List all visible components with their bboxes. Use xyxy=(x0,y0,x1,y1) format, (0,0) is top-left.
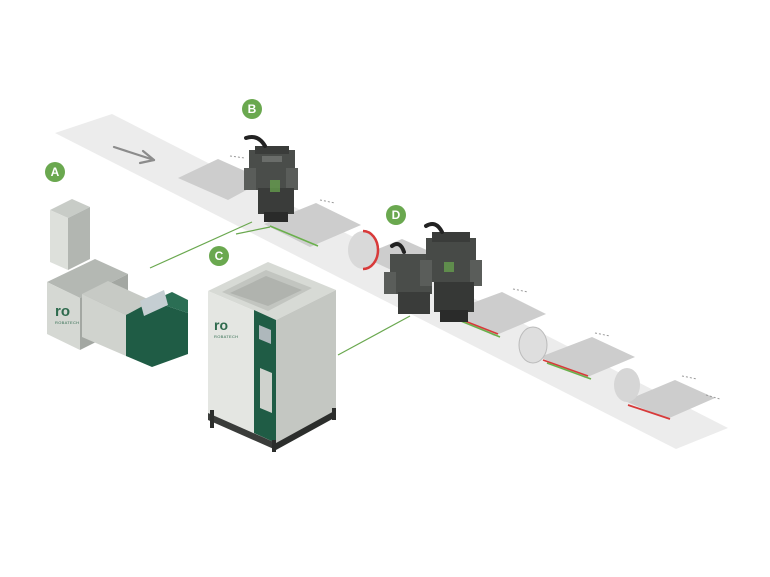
sheet-edge-dashes xyxy=(229,155,721,400)
label-badge-c: C xyxy=(209,246,229,266)
label-badge-d: D xyxy=(386,205,406,225)
logo-mark-c: ro xyxy=(214,317,228,333)
sheets xyxy=(178,159,715,420)
sheet-2 xyxy=(264,203,361,247)
applicator-head-b xyxy=(244,135,298,222)
hot-melt-unit-a: ro ROBATECH xyxy=(47,199,188,367)
label-a: A xyxy=(51,165,60,179)
roll-1 xyxy=(348,231,378,269)
adhesive-rolls xyxy=(348,229,640,402)
label-badge-b: B xyxy=(242,99,262,119)
hose-a-b xyxy=(149,221,253,269)
connection-lines xyxy=(149,221,411,356)
brand-name-a: ROBATECH xyxy=(55,320,79,325)
hose-c-b xyxy=(235,226,271,235)
cabinet-melter-c: ro ROBATECH xyxy=(208,262,336,452)
label-d: D xyxy=(392,208,401,222)
label-c: C xyxy=(215,249,224,263)
logo-mark-a: ro xyxy=(55,303,70,320)
direction-arrow-icon xyxy=(112,145,156,165)
label-badge-a: A xyxy=(45,162,65,182)
sheet-1 xyxy=(178,159,265,200)
roll-3 xyxy=(614,368,640,402)
sheet-6 xyxy=(625,380,715,419)
roll-2 xyxy=(518,326,548,364)
brand-name-c: ROBATECH xyxy=(214,334,238,339)
hose-c-d xyxy=(337,315,411,356)
applicator-heads-d xyxy=(384,222,482,322)
label-b: B xyxy=(248,102,257,116)
